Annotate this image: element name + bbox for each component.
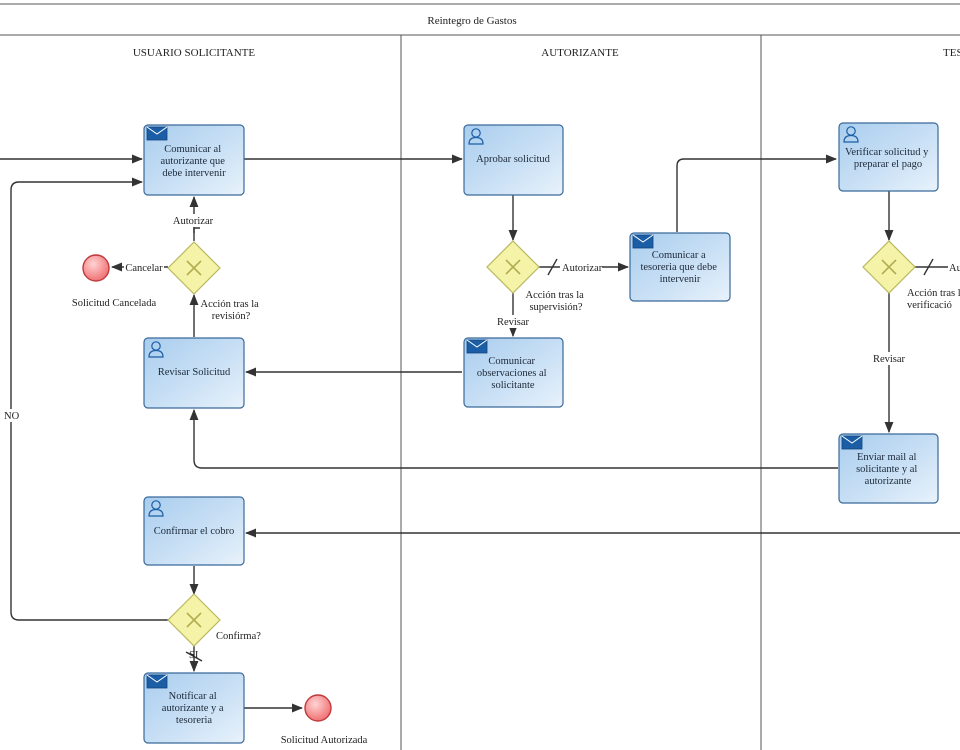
flow-label-si: SI xyxy=(189,650,199,661)
envelope-icon xyxy=(466,339,488,354)
flow-label-bg xyxy=(3,409,19,422)
pool: Reintegro de Gastos USUARIO SOLICITANTE … xyxy=(0,3,960,750)
flow-label-bg xyxy=(124,261,164,274)
user-icon xyxy=(148,341,164,358)
task-label: Comunicar a tesoreria que debe interveni… xyxy=(640,250,719,285)
flow-label-bg xyxy=(872,352,906,365)
flow-label-revisar-tes: Revisar xyxy=(873,354,906,365)
pool-title: Reintegro de Gastos xyxy=(427,15,516,27)
gateway-confirma[interactable] xyxy=(167,593,221,647)
flow-enviar-mail-to-revisar[interactable] xyxy=(189,408,838,469)
default-marker-tes xyxy=(923,258,934,276)
exclusive-x-icon xyxy=(505,259,521,275)
flow-label-bg xyxy=(172,214,214,227)
gateway-accion-supervision[interactable] xyxy=(486,240,540,294)
flow-label-bg xyxy=(948,261,960,274)
gateway-label-supervision: Acción tras la supervisión? xyxy=(526,290,587,313)
flow-label-autorizar-tes: Au xyxy=(949,263,960,274)
task-comunicar-autorizante[interactable]: Comunicar al autorizante que debe interv… xyxy=(143,124,245,196)
user-icon xyxy=(468,128,484,145)
flow-label-revisar-aut: Revisar xyxy=(497,317,530,328)
default-marker-si xyxy=(185,651,203,662)
exclusive-x-icon xyxy=(186,260,202,276)
exclusive-x-icon xyxy=(881,259,897,275)
lane-title-autorizante: AUTORIZANTE xyxy=(541,47,619,59)
task-label: Comunicar observaciones al solicitante xyxy=(477,356,549,391)
end-event-cancelada[interactable] xyxy=(82,254,110,282)
task-comunicar-observaciones[interactable]: Comunicar observaciones al solicitante xyxy=(463,337,564,408)
exclusive-x-icon xyxy=(186,612,202,628)
gateway-accion-revision[interactable] xyxy=(167,241,221,295)
end-event-label-cancelada: Solicitud Cancelada xyxy=(72,298,157,309)
envelope-icon xyxy=(146,126,168,141)
gateway-label-verificacion: Acción tras l verificació xyxy=(907,288,960,311)
task-label: Confirmar el cobro xyxy=(154,526,234,537)
task-verificar-solicitud[interactable]: Verificar solicitud y preparar el pago xyxy=(838,122,939,192)
gateway-label-revision: Acción tras la revisión? xyxy=(201,299,262,322)
flow-label-cancelar: Cancelar xyxy=(125,263,163,274)
task-enviar-mail[interactable]: Enviar mail al solicitante y al autoriza… xyxy=(838,433,939,504)
default-marker-autorizar-user xyxy=(193,227,200,233)
task-label: Comunicar al autorizante que debe interv… xyxy=(160,144,227,179)
flow-label-bg xyxy=(496,315,530,328)
flow-label-no: NO xyxy=(4,411,20,422)
flow-no-loop[interactable] xyxy=(10,177,168,621)
task-label: Enviar mail al solicitante y al autoriza… xyxy=(856,452,920,487)
task-label: Revisar Solicitud xyxy=(158,367,231,378)
gateway-accion-verificacion[interactable] xyxy=(862,240,916,294)
flow-comunicar-tes-to-verificar[interactable] xyxy=(676,154,838,232)
task-label: Notificar al autorizante y a tesoreria xyxy=(162,691,226,726)
task-notificar[interactable]: Notificar al autorizante y a tesoreria xyxy=(143,672,245,744)
task-label: Aprobar solicitud xyxy=(476,154,551,165)
envelope-icon xyxy=(841,435,863,450)
envelope-icon xyxy=(146,674,168,689)
envelope-icon xyxy=(632,234,654,249)
task-label: Verificar solicitud y preparar el pago xyxy=(845,147,931,170)
task-aprobar-solicitud[interactable]: Aprobar solicitud xyxy=(463,124,564,196)
flow-label-autorizar-aut: Autorizar xyxy=(562,263,603,274)
lane-title-tesoreria: TES xyxy=(943,47,960,59)
task-confirmar-cobro[interactable]: Confirmar el cobro xyxy=(143,496,245,566)
user-icon xyxy=(843,126,859,143)
default-marker-autorizar xyxy=(547,258,558,276)
lane-title-usuario: USUARIO SOLICITANTE xyxy=(133,47,256,59)
sequence-flows xyxy=(0,154,960,713)
user-icon xyxy=(148,500,164,517)
task-revisar-solicitud[interactable]: Revisar Solicitud xyxy=(143,337,245,409)
end-event-autorizada[interactable] xyxy=(304,694,332,722)
task-comunicar-tesoreria[interactable]: Comunicar a tesoreria que debe interveni… xyxy=(629,232,731,302)
end-event-label-autorizada: Solicitud Autorizada xyxy=(281,735,368,746)
flow-label-bg xyxy=(560,261,602,274)
flow-label-autorizar-user: Autorizar xyxy=(173,216,214,227)
gateway-label-confirma: Confirma? xyxy=(216,631,261,642)
